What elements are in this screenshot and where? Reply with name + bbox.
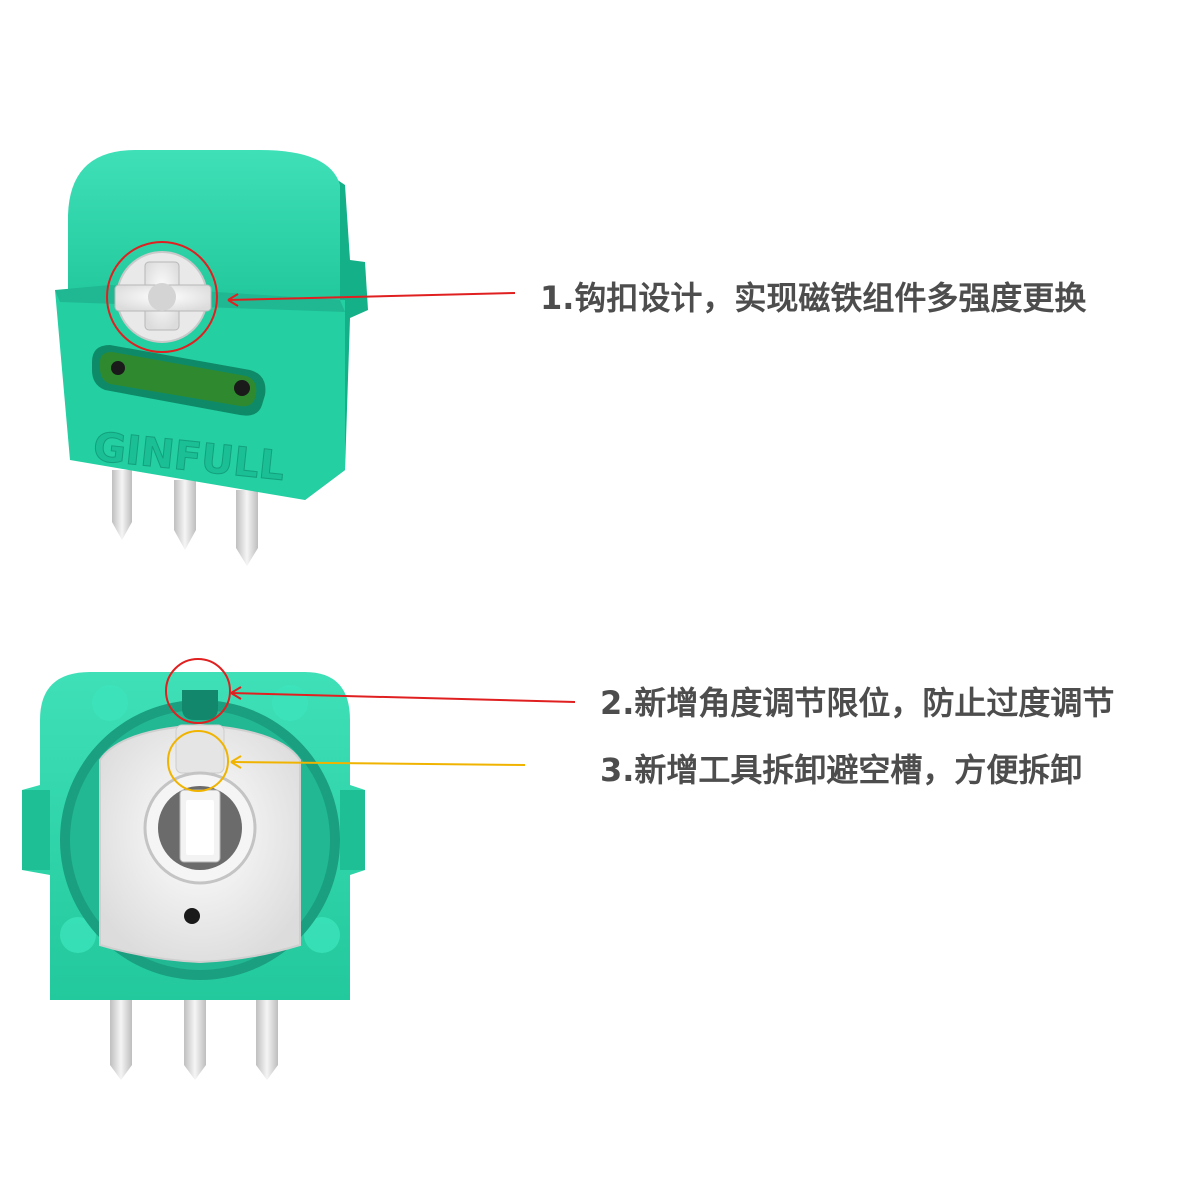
leader-line-3 <box>230 755 526 769</box>
leader-line-1 <box>227 292 516 307</box>
limit-marker-circle <box>165 658 231 724</box>
slot-marker-circle <box>167 730 229 792</box>
hook-marker-circle <box>106 241 218 353</box>
pins-bottom <box>110 1000 278 1080</box>
potentiometer-front-view <box>22 658 365 1080</box>
callout-hook-design: 1.钩扣设计，实现磁铁组件多强度更换 <box>540 279 1087 317</box>
leader-line-2 <box>230 686 576 703</box>
callout-tool-slot: 3.新增工具拆卸避空槽，方便拆卸 <box>600 751 1083 789</box>
callout-angle-limit: 2.新增角度调节限位，防止过度调节 <box>600 684 1115 722</box>
pins-top <box>112 470 258 566</box>
potentiometer-side-view: GINFULL <box>55 150 368 566</box>
